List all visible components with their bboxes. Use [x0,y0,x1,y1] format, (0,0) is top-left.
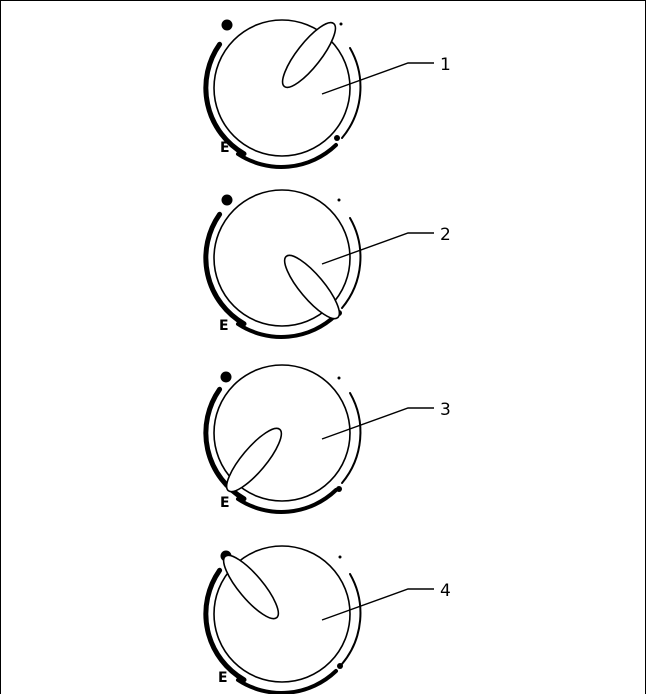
end-dot [337,663,343,669]
knob-3: E 3 [206,365,451,512]
callout-number: 2 [440,225,451,245]
scale-label-e: E [220,495,230,511]
callout-number: 4 [440,581,451,601]
knob-1: E 1 [206,16,451,167]
end-dot [336,486,342,492]
min-dot [340,23,343,26]
end-dot [334,135,340,141]
max-dot [221,372,232,383]
callout-number: 3 [440,400,451,420]
callout-number: 1 [440,55,451,75]
max-dot [222,195,233,206]
max-dot [222,20,233,31]
knob-4: E 4 [206,546,451,693]
scale-label-e: E [218,670,228,686]
min-dot [339,556,342,559]
min-dot [338,199,341,202]
scale-label-e: E [220,140,230,156]
scale-label-e: E [219,318,229,334]
knob-2: E 2 [206,190,451,337]
min-dot [338,377,341,380]
